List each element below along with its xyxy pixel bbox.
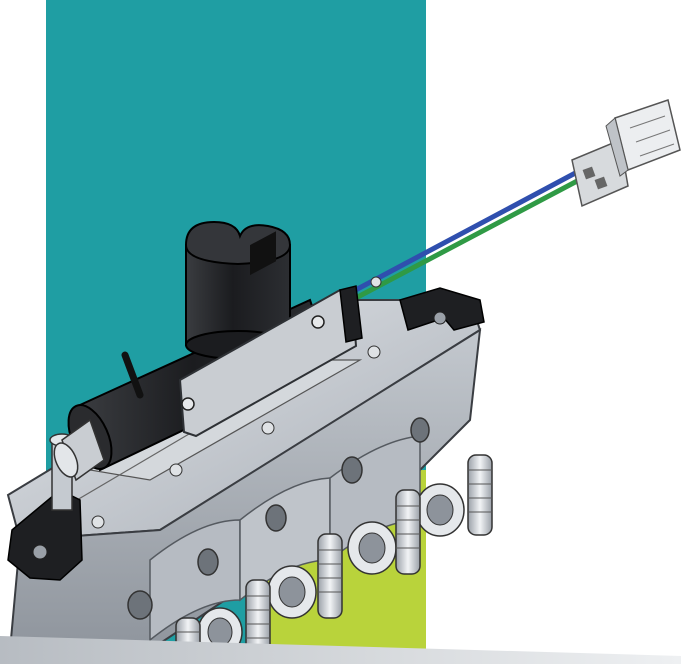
top-screws (91, 276, 382, 529)
connector (571, 99, 681, 208)
hose-fitting (267, 533, 343, 619)
hose-fitting (415, 454, 493, 537)
cable (347, 159, 601, 303)
hose-fittings (175, 454, 493, 664)
bracket-right (399, 287, 485, 331)
footer-band (0, 636, 681, 664)
mounting-plate (178, 231, 363, 438)
hose-fitting (347, 489, 421, 575)
bracket-left (7, 489, 83, 581)
